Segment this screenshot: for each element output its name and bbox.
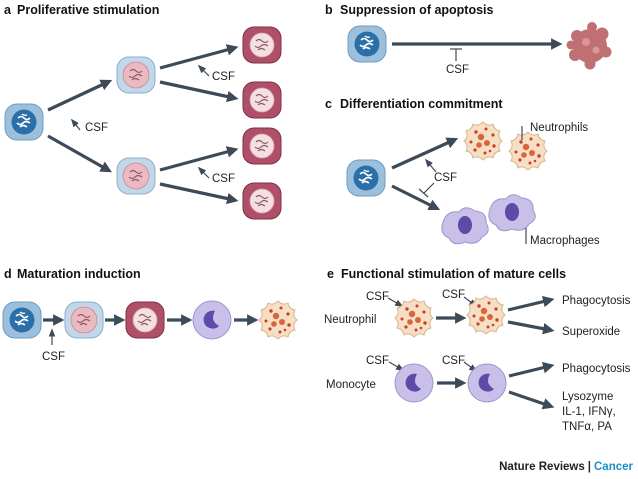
phagocytosis-label-2: Phagocytosis bbox=[562, 363, 631, 375]
inhibit-bar-c bbox=[418, 188, 429, 198]
committed-cell-2 bbox=[242, 81, 282, 119]
csf-label-e1: CSF bbox=[366, 291, 389, 303]
panel-a-letter: a bbox=[4, 3, 12, 17]
panel-d-letter: d bbox=[4, 267, 12, 281]
committed-cell-3 bbox=[242, 127, 282, 165]
stem-cell bbox=[3, 302, 41, 338]
il1-ifn-label: IL-1, IFNγ, bbox=[562, 406, 616, 418]
arrow-upper-to-c1 bbox=[159, 44, 239, 70]
arrow-stem-to-upper bbox=[47, 79, 113, 112]
panel-d-title: Maturation induction bbox=[17, 267, 141, 281]
csf-arrow-a2 bbox=[197, 64, 210, 77]
stem-cell bbox=[5, 104, 43, 140]
credit-text: Nature Reviews|Cancer bbox=[499, 461, 633, 473]
progenitor-cell bbox=[64, 301, 104, 339]
csf-label-a2: CSF bbox=[212, 71, 235, 83]
panel-c-title: Differentiation commitment bbox=[340, 97, 503, 111]
csf-label-b: CSF bbox=[446, 64, 469, 76]
credit-separator: | bbox=[588, 461, 591, 473]
csf-arrow-c bbox=[424, 158, 437, 173]
stem-cell bbox=[348, 26, 386, 62]
arrow-e-superoxide bbox=[507, 320, 555, 335]
csf-label-a3: CSF bbox=[212, 173, 235, 185]
macrophage-cell-1 bbox=[441, 207, 489, 245]
csf-label-d: CSF bbox=[42, 351, 65, 363]
arrow-lower-to-c4 bbox=[159, 182, 239, 205]
credit-journal: Nature Reviews bbox=[499, 461, 585, 473]
arrow-to-neutrophils bbox=[391, 137, 459, 170]
apoptotic-cell bbox=[566, 22, 612, 70]
csf-label-c: CSF bbox=[434, 172, 457, 184]
arrow-e-phago1 bbox=[507, 295, 555, 312]
arrow-stem-to-lower bbox=[47, 134, 113, 173]
csf-arrow-e3 bbox=[388, 361, 405, 371]
credit-section: Cancer bbox=[594, 461, 634, 473]
panel-d: d Maturation induction CSF bbox=[3, 267, 298, 363]
stem-cell bbox=[347, 160, 385, 196]
journal-credit: Nature Reviews|Cancer bbox=[499, 461, 633, 473]
arrow-upper-to-c2 bbox=[159, 80, 239, 103]
csf-label-e2: CSF bbox=[442, 289, 465, 301]
csf-label-e3: CSF bbox=[366, 355, 389, 367]
inhibit-stem-c bbox=[423, 182, 435, 194]
neutrophil-cell-1 bbox=[463, 121, 503, 161]
phagocytosis-label-1: Phagocytosis bbox=[562, 295, 631, 307]
panel-b: b Suppression of apoptosis CSF bbox=[325, 3, 612, 76]
neutrophil-cell bbox=[258, 300, 298, 340]
csf-label-a1: CSF bbox=[85, 122, 108, 134]
panel-c-letter: c bbox=[325, 97, 332, 111]
superoxide-label: Superoxide bbox=[562, 326, 620, 338]
panel-e-letter: e bbox=[327, 267, 334, 281]
panel-b-title: Suppression of apoptosis bbox=[340, 3, 494, 17]
panel-e-title: Functional stimulation of mature cells bbox=[341, 267, 566, 281]
csf-arrow-a3 bbox=[197, 166, 210, 179]
arrow-e-phago2 bbox=[508, 362, 555, 378]
progenitor-cell-lower bbox=[116, 157, 156, 195]
arrow-e-cytokines bbox=[508, 390, 555, 410]
monocyte-activated bbox=[467, 363, 507, 403]
neutrophil-label: Neutrophil bbox=[324, 314, 376, 326]
neutrophils-label: Neutrophils bbox=[530, 122, 588, 134]
neutrophil-cell-2 bbox=[508, 131, 548, 171]
macrophage-cell-2 bbox=[488, 194, 536, 232]
committed-cell-1 bbox=[242, 26, 282, 64]
progenitor-cell-upper bbox=[116, 56, 156, 94]
macrophages-label: Macrophages bbox=[530, 235, 600, 247]
arrow-to-macrophages bbox=[391, 184, 441, 211]
panel-c: c Differentiation commitment CSF Neutrop… bbox=[325, 97, 600, 247]
lysozyme-label: Lysozyme bbox=[562, 391, 613, 403]
neutrophil-activated bbox=[466, 295, 506, 335]
panel-e: e Functional stimulation of mature cells… bbox=[324, 267, 631, 433]
panel-a-title: Proliferative stimulation bbox=[17, 3, 159, 17]
csf-arrow-a1 bbox=[70, 118, 81, 131]
monocyte-label: Monocyte bbox=[326, 379, 376, 391]
committed-cell-4 bbox=[242, 182, 282, 220]
panel-a: a Proliferative stimulation CSF CSF CSF bbox=[4, 3, 282, 220]
panel-b-letter: b bbox=[325, 3, 333, 17]
monocyte-cell bbox=[192, 300, 232, 340]
monocyte-resting bbox=[394, 363, 434, 403]
csf-arrow-e1 bbox=[387, 297, 404, 307]
csf-label-e4: CSF bbox=[442, 355, 465, 367]
arrow-lower-to-c3 bbox=[159, 146, 239, 172]
committed-cell bbox=[125, 301, 165, 339]
tnf-pa-label: TNFα, PA bbox=[562, 421, 612, 433]
